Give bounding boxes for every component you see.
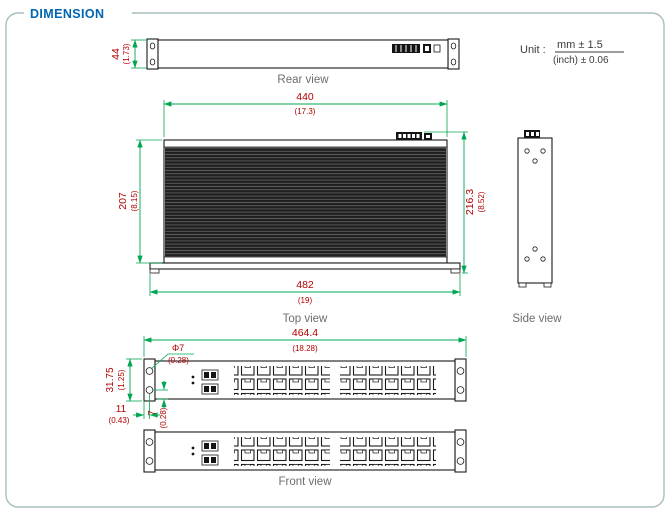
page-frame xyxy=(5,12,665,508)
front-view-label: Front view xyxy=(278,476,332,488)
top-view-drawing: 440 (17.3) 207 (8.15) 216.3 (8.52) 482 (… xyxy=(117,91,486,305)
front-view-upper xyxy=(143,358,467,402)
top-view-label: Top view xyxy=(283,313,328,325)
dim-rack-width-mm: 482 xyxy=(296,279,314,291)
front-dimensions: 464.4 (18.28) Φ7 (0.28) 31.75 (1.25) 11 … xyxy=(105,327,467,428)
dim-top-width-mm: 440 xyxy=(296,91,314,103)
top-terminal-block xyxy=(396,132,432,140)
front-view-lower xyxy=(143,429,467,473)
unit-note: Unit : mm ± 1.5 (inch) ± 0.06 xyxy=(520,39,624,66)
dim-depth-overall-mm: 216.3 xyxy=(464,189,476,215)
dim-depth-inch: (8.15) xyxy=(130,190,139,211)
dim-top-width-inch: (17.3) xyxy=(295,107,316,116)
rear-terminal-block xyxy=(392,44,441,53)
dim-depth-overall-inch: (8.52) xyxy=(477,191,486,212)
dim-hole-offset-y-inch: (0.28) xyxy=(159,407,168,428)
dim-front-width-inch: (18.28) xyxy=(292,344,318,353)
mounting-base-plate xyxy=(149,262,461,270)
side-view-drawing xyxy=(517,130,553,288)
dim-rack-width-inch: (19) xyxy=(298,296,313,305)
side-view-label: Side view xyxy=(512,313,562,325)
top-housing-hatch xyxy=(165,147,446,257)
dim-hole-diameter-mm: Φ7 xyxy=(172,343,184,353)
dim-hole-offset-x-mm: 11 xyxy=(116,404,127,415)
dim-rear-height-inch: (1.73) xyxy=(122,43,131,64)
dim-depth-mm: 207 xyxy=(117,192,129,210)
dim-front-height-inch: (1.25) xyxy=(117,369,126,390)
rear-view-drawing: 44 (1.73) xyxy=(110,38,460,70)
dim-rear-height-mm: 44 xyxy=(110,48,122,60)
dim-hole-offset-x-inch: (0.43) xyxy=(109,416,130,425)
unit-inch-tolerance: (inch) ± 0.06 xyxy=(553,55,609,66)
page-title: DIMENSION xyxy=(30,7,104,21)
unit-label: Unit : xyxy=(520,44,546,56)
title-mask xyxy=(24,5,132,21)
dim-hole-diameter-inch: (0.28) xyxy=(168,356,189,365)
dim-front-width-mm: 464.4 xyxy=(292,327,318,339)
dim-hole-offset-y-mm: 7 xyxy=(147,410,158,416)
rear-view-label: Rear view xyxy=(277,74,329,86)
dim-front-height-mm: 31.75 xyxy=(105,367,116,392)
unit-mm-tolerance: mm ± 1.5 xyxy=(557,39,603,51)
